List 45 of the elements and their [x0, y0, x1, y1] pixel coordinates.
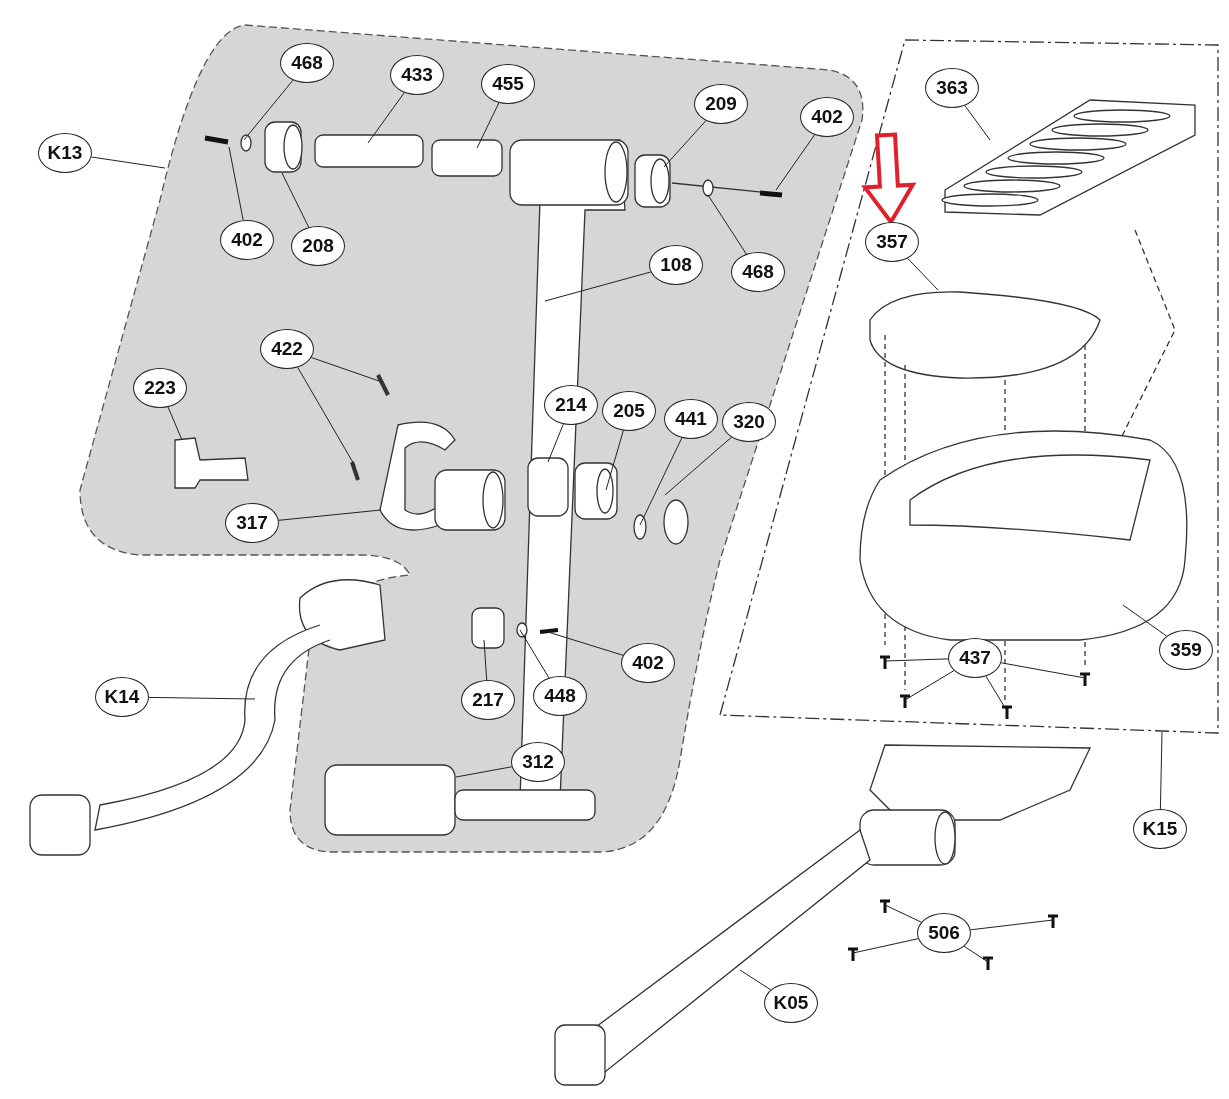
leader-line: [739, 969, 772, 991]
leader-line: [884, 658, 949, 662]
leader-line: [852, 938, 919, 954]
leader-line: [148, 696, 256, 700]
leader-line: [91, 156, 166, 169]
leader-line: [281, 172, 310, 228]
leader-line: [1000, 662, 1086, 679]
leader-line: [970, 919, 1054, 931]
callout-number: K14: [95, 677, 149, 717]
leader-line: [544, 271, 652, 302]
leader-line: [455, 766, 513, 778]
leader-line: [775, 134, 816, 191]
leader-line: [907, 257, 939, 291]
leader-line: [367, 92, 405, 144]
callout-number: 359: [1159, 630, 1213, 670]
leader-line: [297, 366, 356, 467]
leader-line: [663, 120, 707, 168]
leader-line: [707, 194, 747, 255]
leader-line: [228, 146, 244, 221]
leader-line: [310, 357, 383, 383]
callout-number: 437: [948, 638, 1002, 678]
callout-number: 357: [865, 222, 919, 262]
leader-line: [519, 629, 550, 679]
leader-line: [964, 105, 991, 141]
leader-line: [639, 437, 683, 526]
leader-line: [904, 670, 955, 701]
leader-line: [664, 436, 732, 496]
leader-line: [483, 639, 488, 681]
callout-number: 506: [917, 913, 971, 953]
leader-line: [963, 945, 989, 963]
leader-line: [1122, 604, 1168, 637]
callout-number: K15: [1133, 809, 1187, 849]
leader-line: [278, 509, 382, 521]
callout-number: 363: [925, 68, 979, 108]
leader-line: [605, 430, 624, 491]
leader-line: [547, 631, 624, 656]
leader-line: [243, 79, 294, 141]
leader-line: [1159, 731, 1163, 810]
leader-line: [884, 904, 922, 923]
callout-number: K13: [38, 133, 92, 173]
callout-number: K05: [764, 983, 818, 1023]
leader-line: [167, 406, 183, 441]
leader-line: [985, 675, 1008, 712]
leader-line: [547, 423, 564, 463]
leader-line: [476, 102, 500, 149]
